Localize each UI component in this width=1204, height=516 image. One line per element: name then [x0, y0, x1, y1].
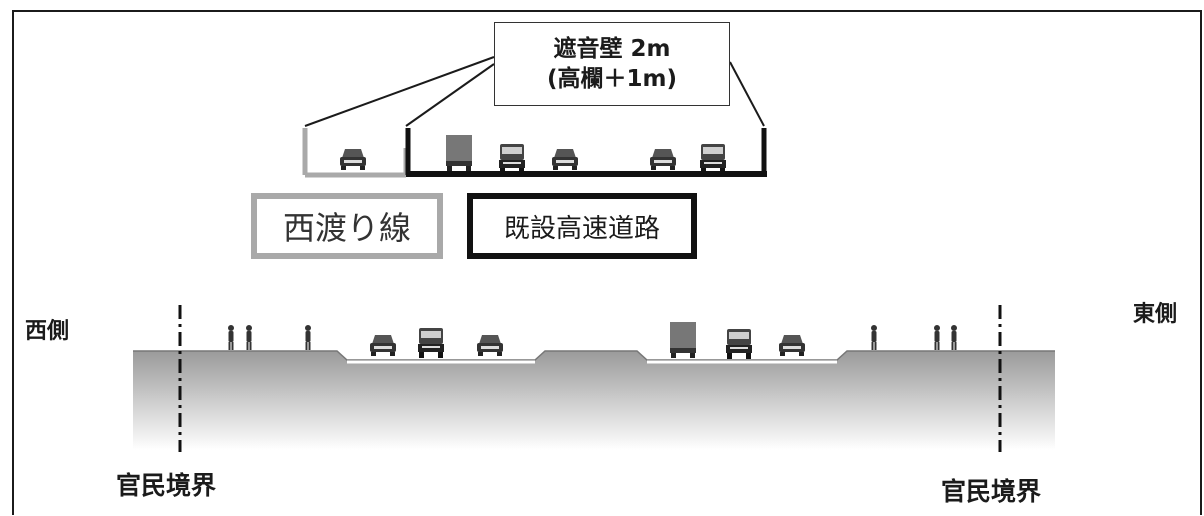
car-icon: [552, 149, 578, 170]
car-icon: [650, 149, 676, 170]
west-side-label: 西側: [25, 319, 70, 344]
truck-icon: [446, 135, 472, 171]
pedestrian-icon: [934, 325, 940, 350]
car-icon: [477, 335, 503, 356]
car-icon: [370, 335, 396, 356]
truck-icon: [726, 329, 752, 359]
figure-frame: [12, 10, 1202, 515]
car-icon: [779, 335, 805, 356]
leader-line-west: [304, 56, 495, 127]
pedestrian-icon: [246, 325, 252, 350]
truck-icon: [418, 328, 444, 358]
callout-line-2: (高欄＋1m): [547, 66, 677, 92]
pedestrian-icon: [951, 325, 957, 350]
existing-expressway-label: 既設高速道路: [467, 193, 697, 259]
noise-barrier-callout: 遮音壁 2m (高欄＋1m): [494, 22, 730, 106]
boundary-label-right: 官民境界: [941, 477, 1042, 506]
pedestrian-icon: [228, 325, 234, 350]
existing-expressway-structure: [405, 128, 767, 177]
west-ramp-label: 西渡り線: [251, 193, 443, 259]
callout-line-1: 遮音壁 2m: [553, 36, 671, 62]
east-side-label: 東側: [1133, 302, 1178, 327]
leader-line-mid: [405, 63, 495, 127]
pedestrian-icon: [871, 325, 877, 350]
boundary-label-left: 官民境界: [116, 471, 217, 500]
truck-icon: [499, 144, 525, 174]
truck-icon: [670, 322, 696, 358]
car-icon: [340, 149, 366, 170]
leader-line-east: [729, 61, 765, 127]
pedestrian-icon: [305, 325, 311, 350]
ground-section: [133, 351, 1055, 450]
truck-icon: [700, 144, 726, 174]
